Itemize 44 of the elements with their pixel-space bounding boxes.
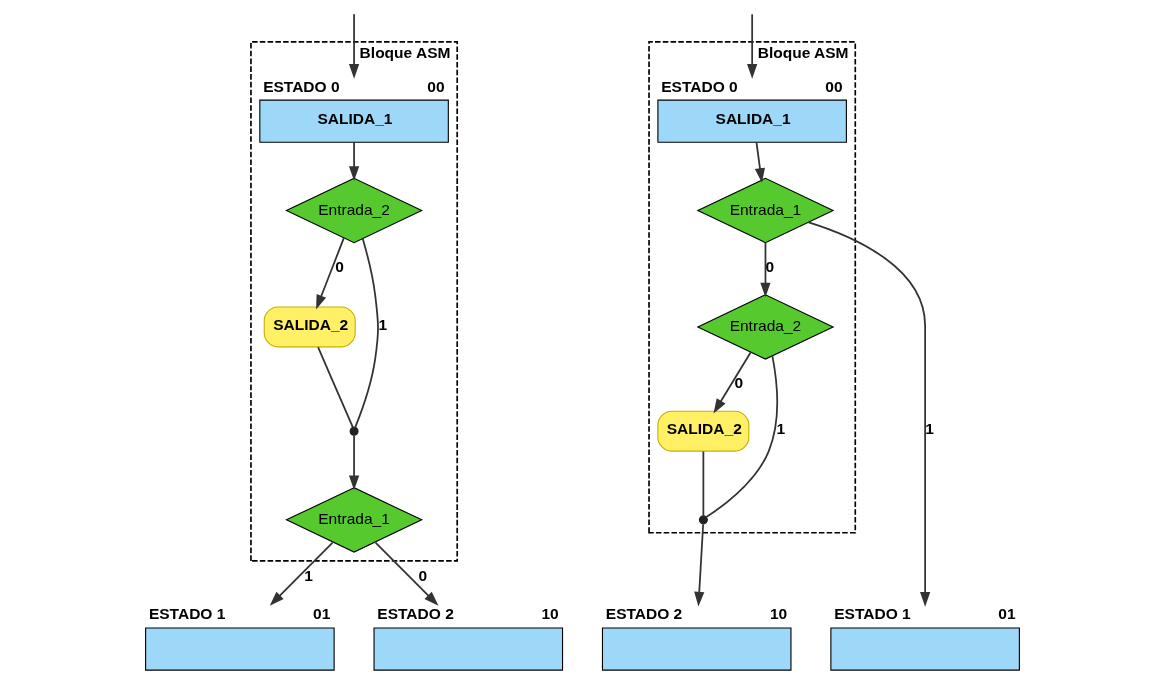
node-label: ESTADO 2 (605, 604, 682, 622)
arrow (315, 236, 345, 309)
arrow (348, 12, 359, 79)
node-label: ESTADO 0 (262, 77, 340, 95)
arrow (807, 221, 930, 607)
node-label: 00 (426, 77, 445, 95)
edge-label: 1 (303, 566, 313, 584)
node-label: 01 (312, 604, 330, 622)
edge-label: 1 (377, 315, 387, 333)
node-label: 10 (769, 604, 787, 622)
edge-label: 0 (764, 257, 774, 275)
connector (701, 450, 704, 517)
node-label: 01 (997, 604, 1016, 622)
arrow (348, 140, 359, 181)
connector (316, 345, 354, 428)
node-label: ESTADO 1 (833, 604, 911, 622)
arrow (754, 140, 765, 183)
edge-label: 0 (417, 566, 427, 584)
arrow (712, 350, 752, 413)
arrow (269, 541, 333, 606)
node-label: ESTADO 1 (148, 604, 225, 622)
arrow (348, 434, 359, 490)
edge-label: 0 (334, 257, 344, 275)
node-label: 10 (540, 604, 559, 622)
node-box: SALIDA_2 (263, 305, 356, 347)
arrow (374, 541, 438, 606)
edge-label: 1 (776, 419, 785, 437)
connector (354, 237, 379, 428)
node-circle (698, 514, 708, 524)
arrow (759, 241, 771, 297)
node-diamond: Entrada_1 (284, 486, 423, 553)
node-circle (349, 426, 359, 436)
node-label: ESTADO 0 (660, 77, 738, 95)
node-diamond: Entrada_2 (696, 293, 834, 360)
arrow (746, 12, 757, 79)
connector (705, 354, 778, 518)
edge-label: 0 (733, 373, 743, 391)
node-diamond: Entrada_2 (284, 177, 423, 243)
arrow (693, 522, 704, 606)
node-label: ESTADO 2 (376, 604, 454, 622)
node-label: 00 (824, 77, 843, 95)
node-box: SALIDA_2 (656, 410, 749, 452)
edge-label: 1 (924, 419, 934, 437)
node-diamond: Entrada_1 (696, 177, 834, 243)
